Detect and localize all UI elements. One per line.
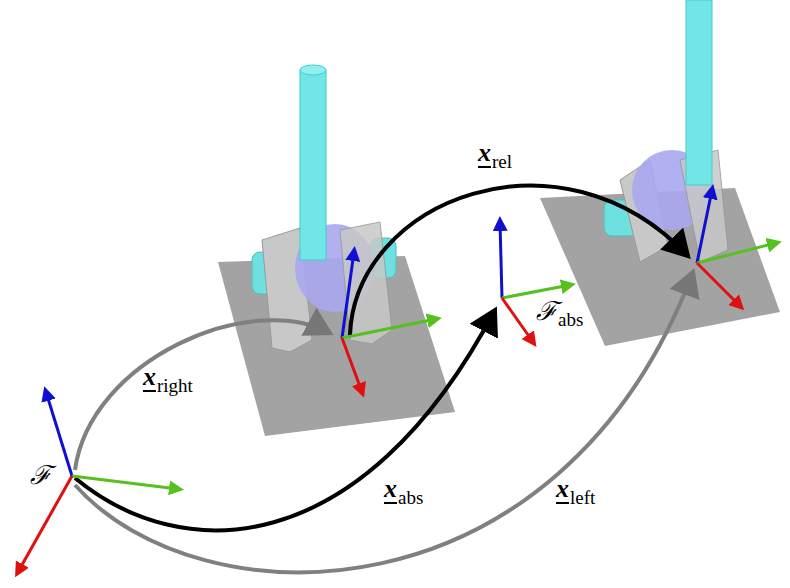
- symbol-label: x: [556, 476, 569, 502]
- subscript-label: right: [157, 376, 193, 395]
- symbol-label: ℱ: [536, 298, 557, 324]
- symbol-label: x: [143, 364, 156, 390]
- subscript-label: rel: [492, 152, 512, 171]
- subscript-label: left: [570, 488, 595, 507]
- frames: [18, 190, 776, 572]
- symbol-label: ℱ: [30, 462, 51, 488]
- symbol-label: x: [384, 476, 397, 502]
- subscript-label: abs: [398, 488, 423, 507]
- subscript-label: abs: [558, 310, 583, 329]
- right-joint: [218, 65, 455, 436]
- symbol-label: x: [478, 140, 491, 166]
- left-joint: [540, 0, 780, 346]
